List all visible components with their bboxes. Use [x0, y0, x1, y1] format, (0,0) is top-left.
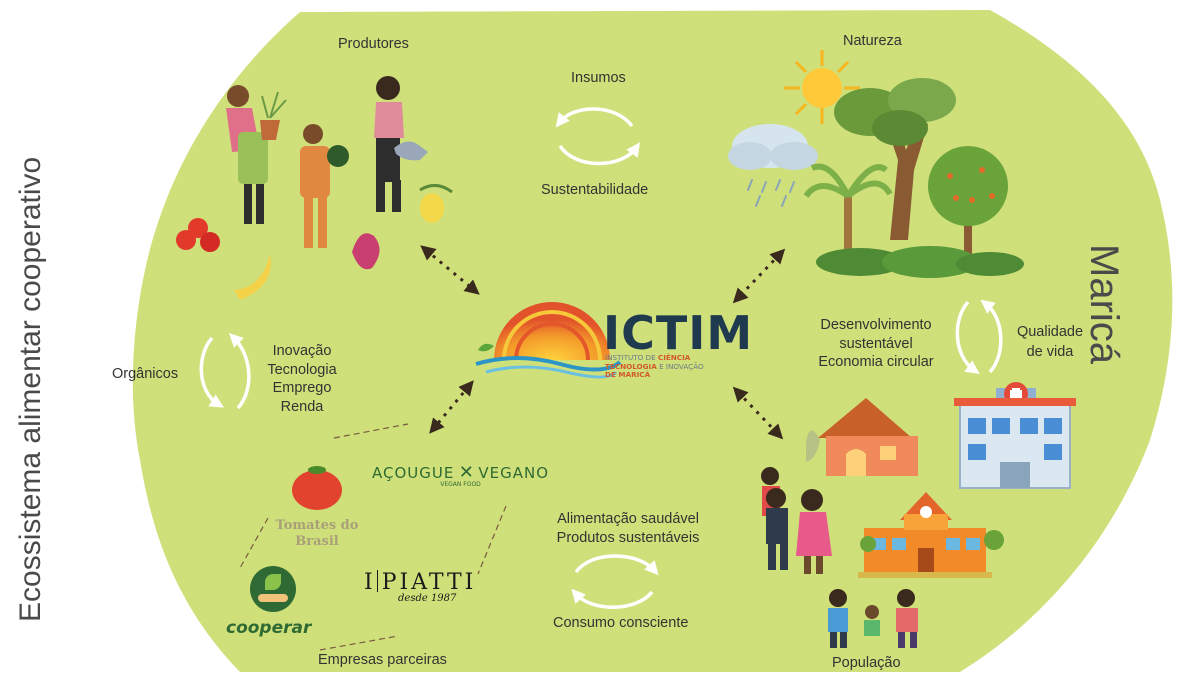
hospital-illustration: [954, 382, 1076, 489]
school-illustration: [858, 492, 1004, 578]
label-qualidade-group: Qualidade de vida: [1016, 324, 1084, 360]
label-sustentabilidade: Sustentabilidade: [541, 182, 649, 198]
partner-dashes: [239, 423, 507, 651]
tomates-do-brasil-logo: Tomates do Brasil: [275, 518, 359, 549]
acougue-vegano-logo: AÇOUGUE ✕ VEGANO VEGAN FOOD: [372, 462, 549, 488]
cycle-arrows-right: [955, 299, 1003, 375]
label-natureza: Natureza: [843, 33, 902, 49]
arrow-produtores: [420, 245, 480, 295]
knife-fork-icon: ✕: [458, 462, 474, 483]
arrow-populacao: [732, 386, 784, 440]
arrow-natureza: [732, 248, 786, 304]
nature-illustration: [728, 50, 1024, 278]
ictim-logo-subtitle: INSTITUTO DE CIÊNCIA TECNOLOGIA E INOVAÇ…: [605, 353, 704, 379]
title-left: Ecossistema alimentar cooperativo: [14, 156, 47, 622]
cooperar-logo: cooperar: [226, 618, 312, 638]
population-illustration: [761, 467, 918, 648]
label-produtores: Produtores: [338, 36, 409, 52]
cycle-arrows-left: [199, 333, 251, 410]
producers-illustration: [176, 76, 453, 300]
label-alimentacao-group: Alimentação saudável Produtos sustentáve…: [556, 511, 700, 546]
label-populacao: População: [832, 655, 901, 671]
house-illustration: [806, 398, 918, 476]
arrow-empresas: [429, 380, 474, 434]
label-insumos: Insumos: [571, 70, 626, 86]
label-inovacao-group: Inovação Tecnologia Emprego Renda: [267, 343, 337, 415]
cycle-arrows-top: [555, 107, 641, 166]
cooperar-icon: [250, 566, 296, 612]
tomato-icon: [290, 464, 344, 510]
ictim-logo-mark: [475, 302, 622, 379]
label-consumo: Consumo consciente: [553, 615, 689, 631]
cycle-arrows-bottom: [571, 554, 659, 609]
label-empresas: Empresas parceiras: [318, 652, 447, 668]
label-desenvolvimento-group: Desenvolvimento sustentável Economia cir…: [818, 317, 934, 370]
ictim-logo-name: ICTIM: [603, 306, 754, 360]
label-organicos: Orgânicos: [112, 366, 179, 382]
